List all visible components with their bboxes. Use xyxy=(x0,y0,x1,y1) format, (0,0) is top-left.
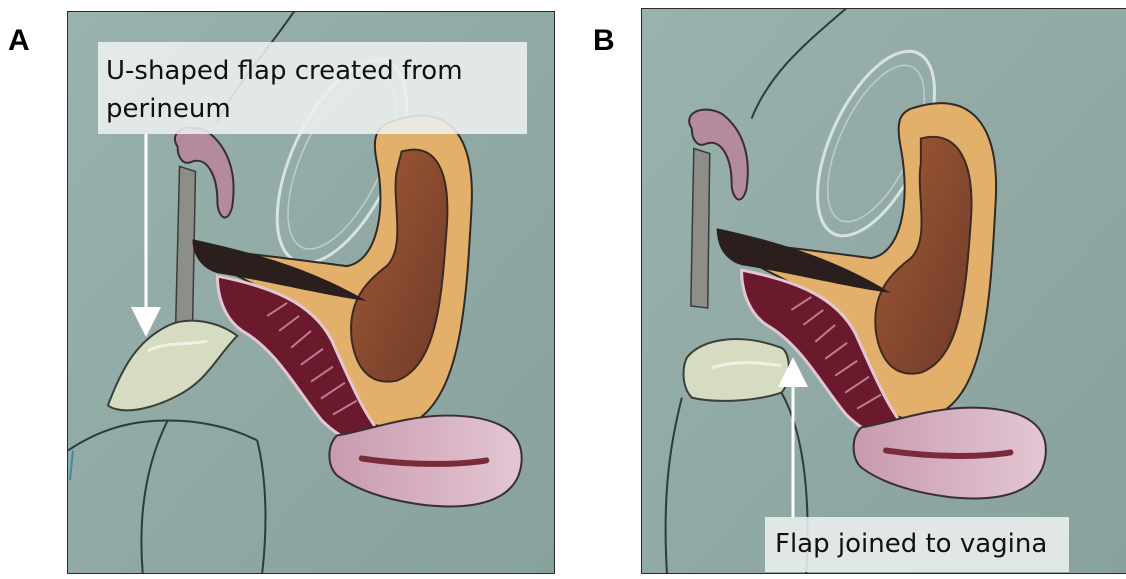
panel-b-label: B xyxy=(593,24,615,58)
caption-a: U-shaped flap created from perineum xyxy=(98,42,527,134)
panel-a-label: A xyxy=(8,24,30,58)
anatomy-drawing-b xyxy=(642,9,1126,573)
panel-b-illustration xyxy=(641,8,1126,574)
caption-b: Flap joined to vagina xyxy=(765,517,1069,572)
